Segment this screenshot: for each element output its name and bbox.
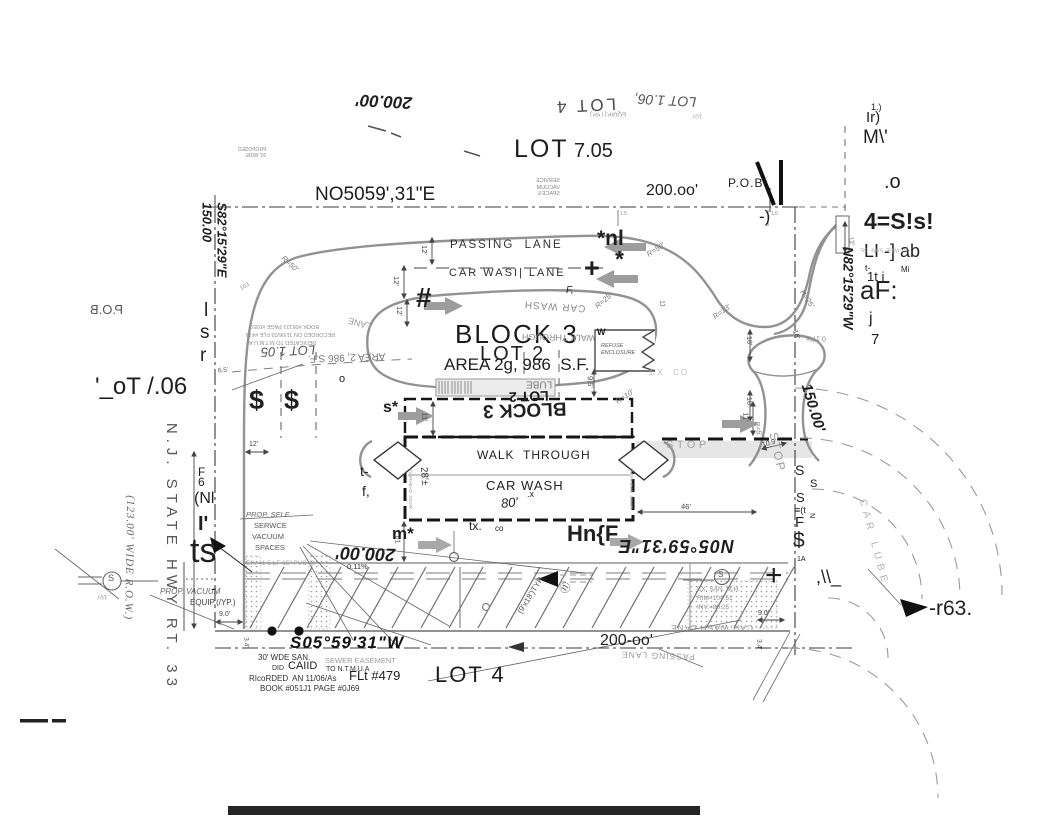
lane-arrows — [398, 238, 758, 553]
arrow-small-left — [508, 642, 524, 652]
boundary-lines — [203, 126, 856, 656]
stair-hatch — [435, 378, 556, 397]
vestibule-diamonds — [372, 440, 670, 481]
arrow-r63 — [900, 599, 928, 617]
leader-lines — [54, 363, 902, 703]
refuse-enclosure — [594, 329, 656, 372]
arrow-flow-left — [538, 571, 558, 587]
monument-box — [835, 215, 850, 254]
lane-lines — [231, 267, 788, 580]
scan-artifacts — [20, 125, 700, 815]
building-outline — [403, 397, 808, 522]
parking-hatch — [249, 566, 795, 629]
utility-symbols — [78, 552, 731, 611]
pob-mark — [755, 160, 783, 206]
arrow-car-wash-lane — [596, 270, 638, 288]
arrow-bottom-right-lane — [610, 534, 644, 550]
arrow-passing-lane — [604, 238, 646, 256]
arrow-hash — [424, 297, 463, 315]
black-arrows — [210, 537, 928, 652]
boundary-dots — [267, 626, 304, 636]
arrow-vacuum — [210, 537, 226, 553]
dashed-arcs — [787, 387, 1003, 799]
arrow-bottom-left-lane — [418, 537, 452, 553]
dimension-lines — [191, 220, 848, 630]
arrow-building-right — [722, 415, 758, 433]
arrow-building-left — [398, 407, 434, 425]
